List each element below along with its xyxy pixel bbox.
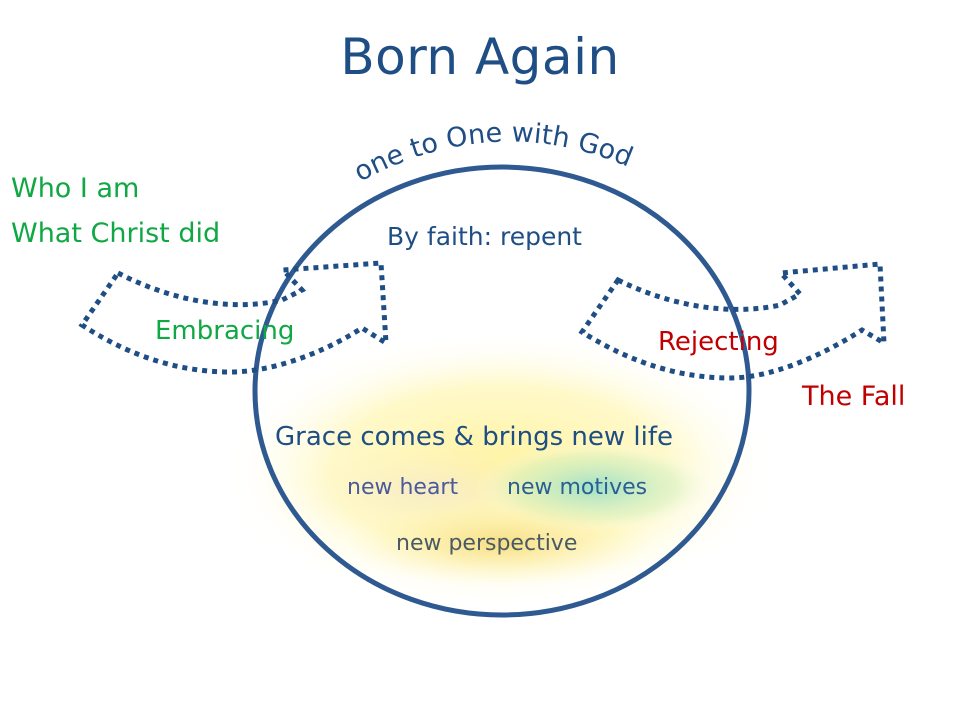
rejecting-arrow [578, 261, 887, 381]
slide-title: Born Again [340, 28, 620, 86]
relationship-circle [252, 164, 752, 618]
new-motives-label: new motives [507, 475, 648, 500]
who-i-am-label: Who I am [11, 173, 140, 204]
embracing-arrow [78, 260, 389, 375]
new-perspective-label: new perspective [396, 531, 578, 556]
the-fall-label: The Fall [802, 381, 906, 412]
rejecting-label: Rejecting [658, 327, 779, 357]
grace-headline: Grace comes & brings new life [275, 422, 674, 452]
grace-glow [220, 330, 780, 610]
what-christ-did-label: What Christ did [11, 218, 221, 249]
embracing-label: Embracing [155, 316, 295, 346]
by-faith-label: By faith: repent [387, 222, 582, 251]
new-heart-label: new heart [347, 475, 459, 500]
arc-label: one to One with God [349, 117, 637, 188]
